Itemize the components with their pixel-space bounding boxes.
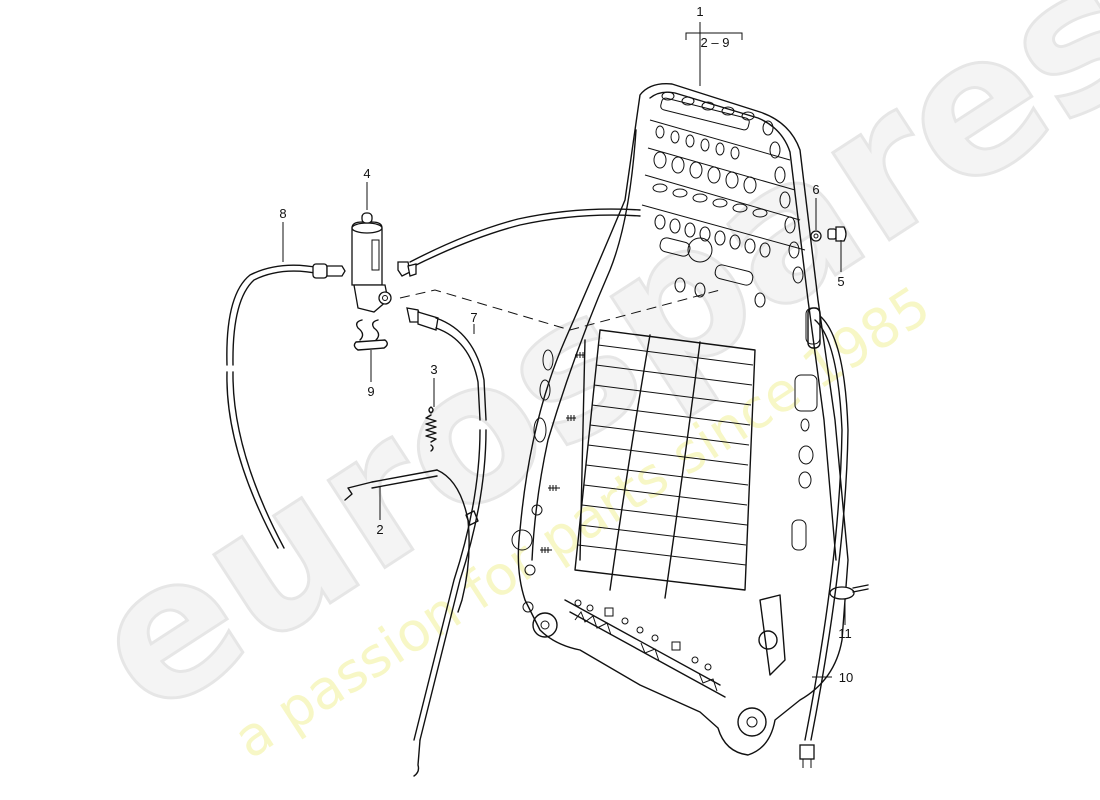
callout-6[interactable]: 6 (812, 182, 819, 197)
bowden-cable[interactable] (344, 469, 479, 613)
callout-2[interactable]: 2 (376, 522, 383, 537)
callout-10[interactable]: 10 (839, 670, 853, 685)
drive-cable-8[interactable] (226, 263, 346, 549)
motor[interactable] (351, 212, 392, 313)
hinge-left (522, 601, 558, 638)
spring-mesh (540, 329, 756, 599)
wiring-harness[interactable] (799, 315, 849, 768)
backrest-frame[interactable] (511, 83, 849, 756)
assembly-line (399, 289, 721, 331)
callout-7[interactable]: 7 (470, 310, 477, 325)
callout-labels: 1 2 – 9 4 8 7 3 9 2 6 5 11 10 (279, 4, 853, 685)
watermark-logo: eurospares (54, 0, 1100, 758)
callout-9[interactable]: 9 (367, 384, 374, 399)
callout-leaders (282, 22, 846, 678)
callout-1-range: 2 – 9 (701, 35, 730, 50)
callout-4[interactable]: 4 (363, 166, 370, 181)
callout-8[interactable]: 8 (279, 206, 286, 221)
watermark: eurospares a passion for parts since 198… (53, 0, 1100, 771)
frame-holes-upper (641, 97, 806, 308)
washer[interactable] (810, 230, 822, 242)
hinge-right (737, 594, 786, 737)
frame-bottom-rail (564, 599, 726, 698)
retaining-clip[interactable] (353, 319, 388, 351)
tension-spring[interactable] (425, 406, 437, 452)
frame-holes-top (661, 91, 755, 121)
drive-cable-7[interactable] (406, 307, 487, 777)
frame-holes-left (511, 349, 554, 576)
callout-11[interactable]: 11 (838, 626, 852, 641)
frame-side-bracket (807, 307, 821, 349)
callout-5[interactable]: 5 (837, 274, 844, 289)
screw[interactable] (827, 226, 847, 242)
motor-feed-cable[interactable] (397, 208, 641, 277)
callout-3[interactable]: 3 (430, 362, 437, 377)
callout-1[interactable]: 1 (696, 4, 703, 19)
frame-holes-right (762, 120, 821, 551)
